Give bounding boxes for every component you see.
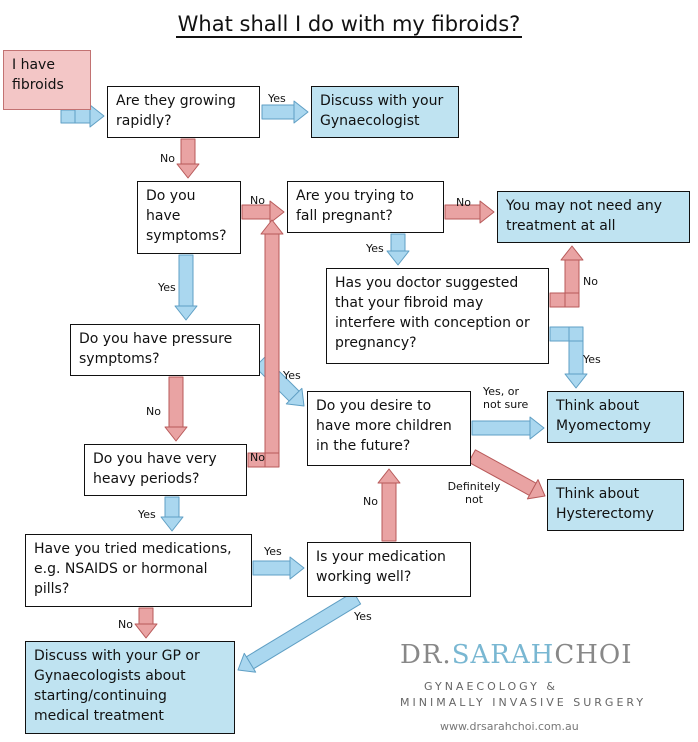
arrow-growing-no [176,138,200,179]
node-trying-to-fall-pregnant: Are you trying to fall pregnant? [287,181,444,233]
node-doctor-suggested: Has you doctor suggested that your fibro… [326,268,549,364]
label-medications-no: No [118,618,133,631]
label-doctor-yes: Yes [583,353,601,366]
label-pressure-yes: Yes [283,369,301,382]
node-heavy-periods: Do you have very heavy periods? [84,444,247,496]
arrow-pregnant-yes [386,233,410,266]
arrow-symptoms-yes [174,254,198,321]
node-i-have-fibroids: I have fibroids [3,50,91,110]
brand-url: www.drsarahchoi.com.au [440,720,579,733]
chart-title: What shall I do with my fibroids? [175,12,523,38]
arrow-symptoms-no [241,200,285,224]
arrow-pregnant-no [444,200,495,224]
node-medication-working: Is your medication working well? [307,542,471,597]
arrow-children-no [468,449,546,500]
node-do-you-have-symptoms: Do you have symptoms? [137,181,241,254]
label-pregnant-yes: Yes [366,242,384,255]
label-heavy-no: No [250,451,265,464]
arrow-growing-yes [261,100,309,124]
arrow-pressure-no [164,376,188,442]
node-pressure-symptoms: Do you have pressure symptoms? [70,324,260,376]
label-symptoms-yes: Yes [158,281,176,294]
brand-tagline-1: GYNAECOLOGY & [424,680,558,693]
label-working-yes: Yes [354,610,372,623]
label-heavy-yes: Yes [138,508,156,521]
label-growing-no: No [160,152,175,165]
node-discuss-gynaecologist: Discuss with your Gynaecologist [311,86,459,138]
node-discuss-gp: Discuss with your GP or Gynaecologists a… [25,641,235,734]
arrow-medications-yes [252,556,305,580]
label-children-yes: Yes, or not sure [483,385,529,411]
node-no-treatment: You may not need any treatment at all [497,191,690,243]
label-doctor-no: No [583,275,598,288]
label-growing-yes: Yes [268,92,286,105]
node-more-children: Do you desire to have more children in t… [307,391,471,466]
arrow-heavy-no [247,219,284,468]
arrow-doctor-no [549,245,584,308]
arrow-children-yes [471,416,545,440]
node-tried-medications: Have you tried medications, e.g. NSAIDS … [25,534,252,607]
brand-logo: DR.SARAHCHOI [400,640,633,670]
label-pressure-no: No [146,405,161,418]
arrow-heavy-yes [160,496,184,532]
label-medications-yes: Yes [264,545,282,558]
node-myomectomy: Think about Myomectomy [547,391,684,443]
arrow-working-yes [237,591,362,673]
label-children-no: Definitely not [447,480,501,506]
label-symptoms-no: No [250,194,265,207]
arrow-working-no [377,468,401,542]
node-hysterectomy: Think about Hysterectomy [547,479,684,531]
arrow-doctor-yes [549,326,588,389]
label-pregnant-no: No [456,196,471,209]
brand-tagline-2: MINIMALLY INVASIVE SURGERY [400,696,647,709]
label-working-no: No [363,495,378,508]
arrow-medications-no [134,607,158,639]
node-growing-rapidly: Are they growing rapidly? [107,86,260,138]
